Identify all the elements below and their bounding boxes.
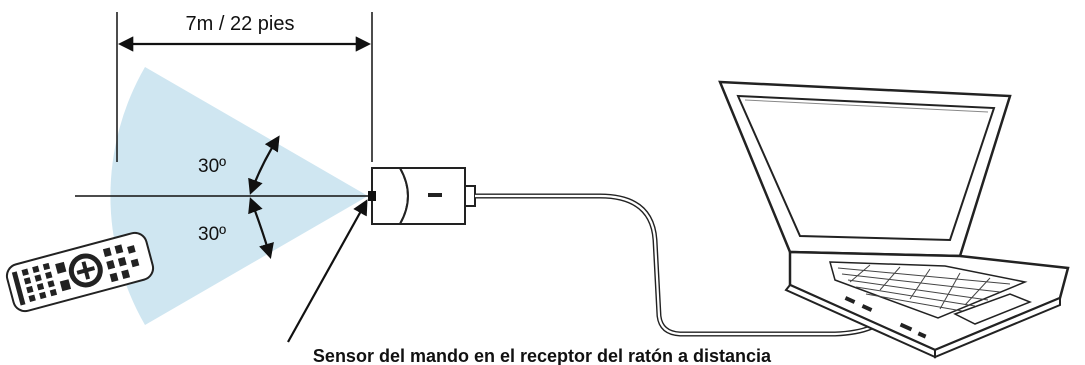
sensor-pointer-line bbox=[287, 199, 368, 343]
sensor-caption: Sensor del mando en el receptor del rató… bbox=[313, 346, 772, 365]
mouse-receiver-icon bbox=[368, 167, 476, 225]
remote-control-icon bbox=[5, 231, 155, 313]
angle-label-upper: 30º bbox=[198, 156, 226, 177]
angle-arc-lower bbox=[248, 197, 274, 259]
angle-label-lower: 30º bbox=[198, 224, 226, 245]
angle-arc-upper bbox=[248, 135, 280, 195]
laptop-icon bbox=[718, 80, 1070, 359]
distance-label: 7m / 22 pies bbox=[186, 13, 295, 35]
